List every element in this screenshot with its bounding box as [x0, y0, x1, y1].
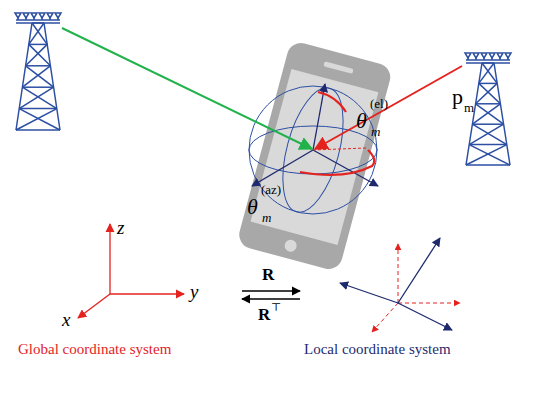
angle-symbol: θ — [247, 196, 258, 218]
rotation-matrix: R — [262, 266, 274, 283]
superscript: ⊤ — [271, 302, 281, 313]
projection-line — [313, 148, 366, 150]
subscript: m — [262, 211, 271, 224]
subscript: m — [464, 101, 474, 114]
caption-label: Global coordinate system — [18, 342, 171, 357]
path-symbol: p — [452, 86, 463, 108]
base-station-tower — [465, 53, 511, 165]
axis-label: y — [190, 282, 198, 301]
local-axis — [398, 303, 452, 330]
global-axis — [110, 293, 184, 294]
global-axis — [78, 294, 110, 318]
axis-label: z — [117, 218, 124, 237]
unit-sphere — [249, 81, 377, 218]
local-axis — [252, 150, 313, 186]
global-axis — [109, 224, 110, 294]
azimuth-arc — [300, 150, 374, 175]
rotation-arrow — [242, 298, 300, 299]
rotation-matrix: R — [258, 306, 270, 323]
caption-label: Local coordinate system — [304, 342, 451, 357]
phone — [236, 40, 393, 272]
signal-path — [315, 66, 462, 149]
subscript: m — [371, 125, 380, 138]
superscript: (az) — [261, 183, 281, 196]
global-axis-dashed — [372, 303, 398, 332]
local-axis — [340, 283, 398, 303]
axis-label: x — [62, 310, 70, 329]
superscript: (el) — [370, 97, 388, 110]
local-axis — [398, 238, 440, 303]
base-station-tower — [15, 13, 61, 130]
elevation-arc — [318, 92, 346, 112]
global-axis-dashed — [398, 303, 460, 304]
global-axis-dashed — [398, 244, 399, 303]
signal-path — [62, 28, 312, 149]
rotation-arrow — [242, 290, 300, 291]
angle-symbol: θ — [356, 110, 367, 132]
